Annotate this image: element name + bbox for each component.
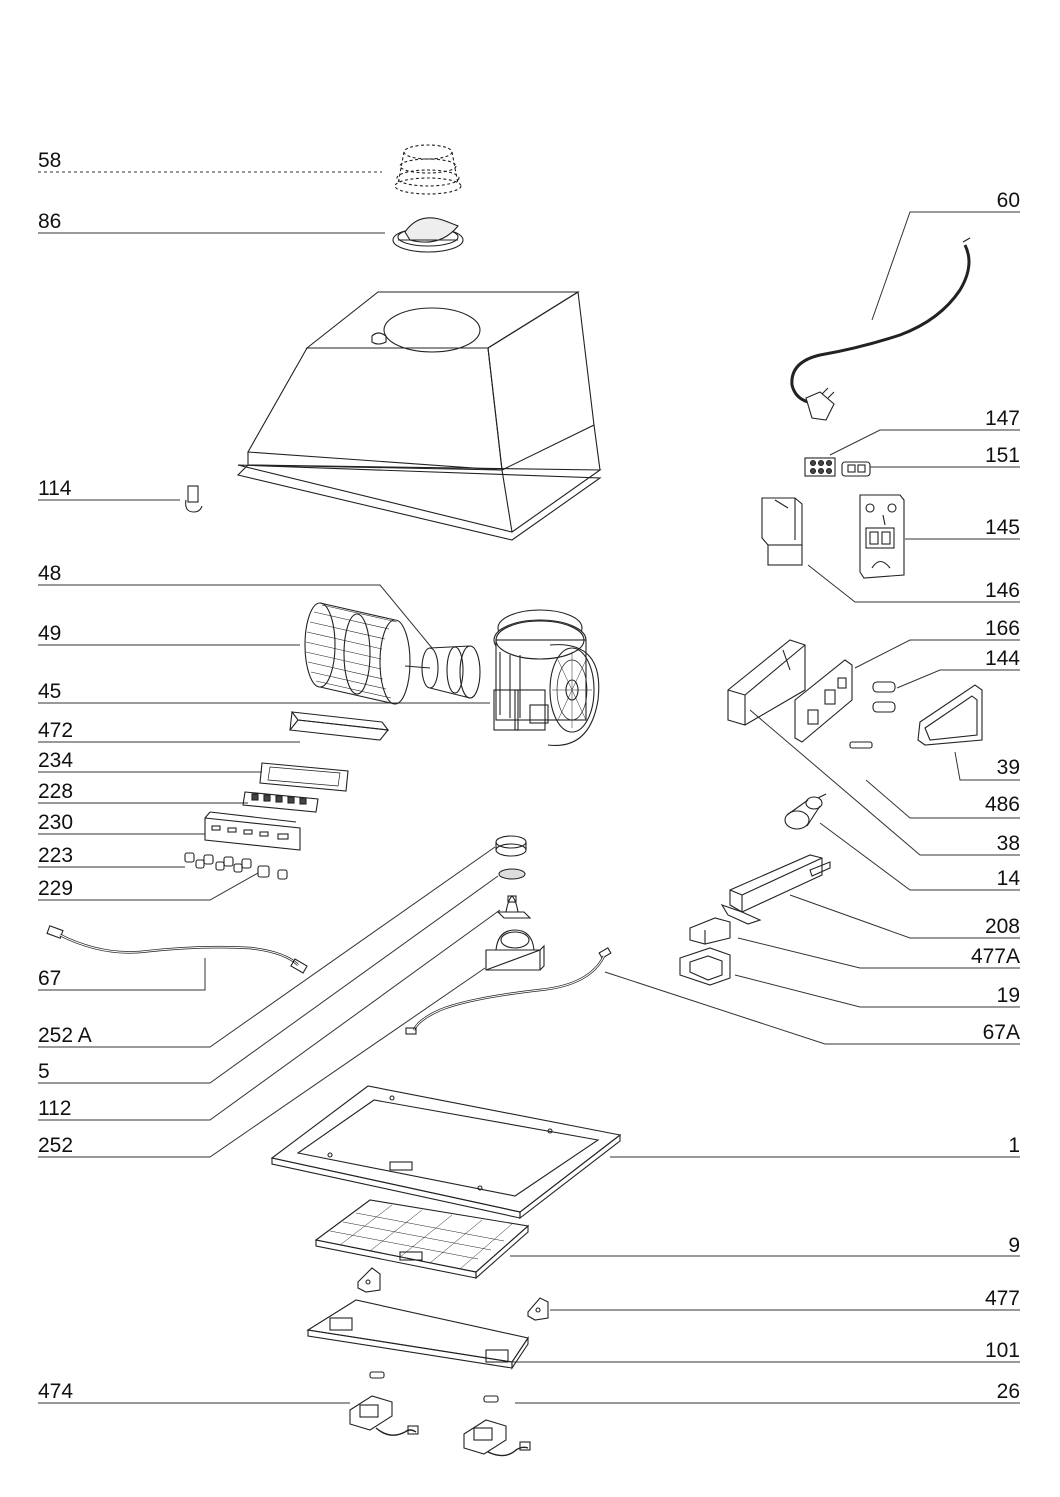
part-151-connector xyxy=(841,461,871,477)
callout-49: 49 xyxy=(38,622,62,645)
callout-9: 9 xyxy=(1008,1234,1020,1257)
callout-486: 486 xyxy=(984,793,1020,816)
callout-474: 474 xyxy=(38,1380,74,1403)
part-208-ballast xyxy=(720,854,831,925)
part-144-clips xyxy=(872,681,896,713)
part-114-clip xyxy=(185,485,203,513)
part-101-panel xyxy=(306,1299,529,1370)
callout-60: 60 xyxy=(996,189,1020,212)
callout-112: 112 xyxy=(38,1097,72,1120)
callout-228: 228 xyxy=(38,780,74,803)
part-60-power-cord xyxy=(790,237,971,421)
part-472-bracket xyxy=(288,711,390,741)
callout-145: 145 xyxy=(984,516,1020,539)
callout-146: 146 xyxy=(984,579,1020,602)
part-112-lampholder xyxy=(496,895,532,919)
leader-lines xyxy=(38,171,1020,1404)
part-252a-ring xyxy=(495,835,527,857)
callout-208: 208 xyxy=(984,915,1020,938)
part-45-motor xyxy=(493,609,600,746)
callout-252: 252 xyxy=(38,1134,74,1157)
part-49-fan-wheel xyxy=(304,602,411,705)
hood-housing xyxy=(236,291,602,541)
part-230-panel xyxy=(204,811,301,851)
callout-477a: 477A xyxy=(970,945,1020,968)
callout-48: 48 xyxy=(38,562,62,585)
callout-67: 67 xyxy=(38,967,62,990)
part-234-switch-holder xyxy=(259,762,349,792)
callout-39: 39 xyxy=(996,756,1020,779)
part-477-hinges xyxy=(357,1267,549,1321)
part-39-cover xyxy=(917,684,983,746)
callout-472: 472 xyxy=(38,719,74,742)
part-58-duct-collar xyxy=(394,144,462,195)
part-223-knobs xyxy=(184,852,252,869)
callout-223: 223 xyxy=(38,844,74,867)
part-474-lamp-holders xyxy=(349,1395,531,1457)
part-252-housing xyxy=(485,929,545,971)
part-19-bracket xyxy=(679,947,731,986)
callout-38: 38 xyxy=(996,832,1020,855)
part-229-knobs xyxy=(195,859,288,880)
part-9-filter xyxy=(314,1199,530,1280)
callout-101: 101 xyxy=(984,1339,1020,1362)
part-14-capacitor xyxy=(784,793,827,830)
part-228-button-strip xyxy=(242,791,319,813)
callout-114: 114 xyxy=(38,477,72,500)
part-1-frame xyxy=(270,1085,622,1220)
callout-26: 26 xyxy=(996,1380,1020,1403)
callout-229: 229 xyxy=(38,877,74,900)
callout-166: 166 xyxy=(984,617,1020,640)
part-477a-bracket xyxy=(689,917,731,945)
callout-14: 14 xyxy=(996,867,1020,890)
part-147-terminal-block xyxy=(804,457,836,477)
callout-86: 86 xyxy=(38,210,62,233)
part-48-hub xyxy=(404,645,481,699)
part-166-box xyxy=(727,639,806,726)
callout-230: 230 xyxy=(38,811,74,834)
part-67a-cable xyxy=(405,947,612,1035)
part-486-fuse xyxy=(849,741,873,749)
part-5-lens xyxy=(498,868,526,880)
part-86-damper xyxy=(392,217,464,253)
callout-19: 19 xyxy=(996,984,1020,1007)
callout-477: 477 xyxy=(984,1287,1020,1310)
callout-1: 1 xyxy=(1008,1134,1020,1157)
callout-252a: 252 A xyxy=(38,1024,92,1047)
part-145-switch-board xyxy=(859,494,905,579)
callout-5: 5 xyxy=(38,1060,50,1083)
part-38-board xyxy=(794,659,853,743)
callout-45: 45 xyxy=(38,680,62,703)
callout-144: 144 xyxy=(984,647,1020,670)
callout-147: 147 xyxy=(984,407,1020,430)
part-26-bulbs xyxy=(369,1371,499,1403)
callout-234: 234 xyxy=(38,749,74,772)
callout-58: 58 xyxy=(38,149,62,172)
part-146-transformer xyxy=(761,497,803,566)
callout-151: 151 xyxy=(984,444,1020,467)
callout-67a: 67A xyxy=(982,1021,1020,1044)
part-67-cable xyxy=(46,925,308,974)
